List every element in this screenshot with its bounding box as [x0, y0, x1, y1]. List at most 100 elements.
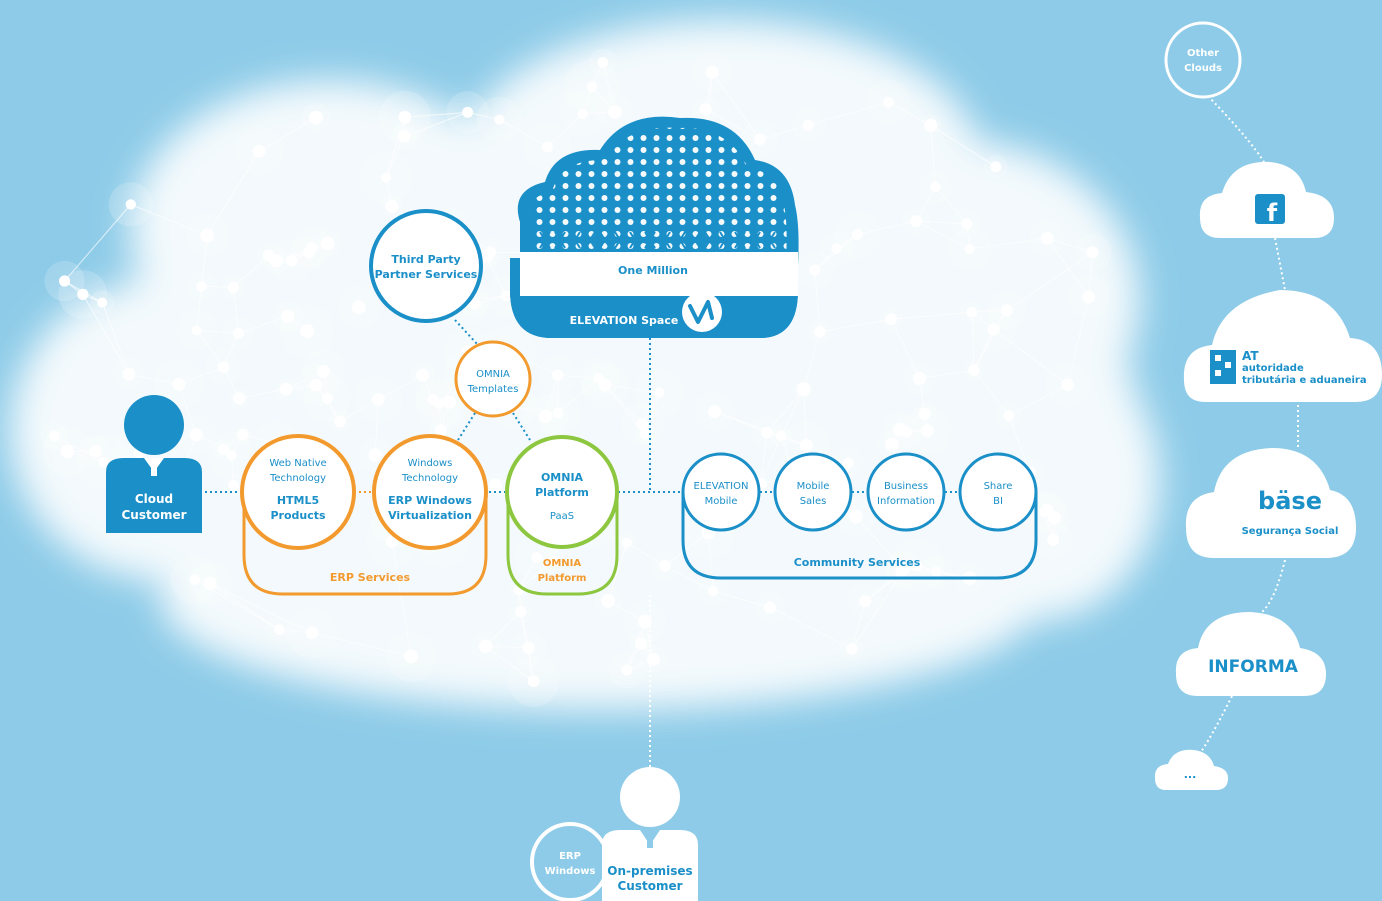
- mesh-node: [191, 325, 202, 336]
- mesh-node: [760, 426, 773, 439]
- mesh-node: [987, 323, 1000, 336]
- mesh-node: [527, 675, 540, 688]
- mesh-node: [371, 392, 385, 406]
- mesh-node: [796, 382, 811, 397]
- mesh-node: [196, 281, 207, 292]
- mesh-link: [973, 369, 1010, 417]
- cloud-customer-node[interactable]: Cloud Customer: [106, 395, 202, 533]
- autoridade-tributaria-cloud[interactable]: AT autoridade tributária e aduaneira: [1183, 290, 1382, 402]
- windows-line3: ERP Windows: [388, 494, 472, 507]
- mesh-node: [636, 418, 648, 430]
- mesh-link: [101, 302, 130, 375]
- mesh-link: [891, 311, 972, 320]
- third-party-partner-services-node[interactable]: Third Party Partner Services: [369, 209, 483, 323]
- mesh-link: [545, 374, 559, 417]
- share-bi-node[interactable]: Share BI: [958, 452, 1038, 532]
- web-native-line4: Products: [270, 509, 326, 522]
- mesh-link: [54, 435, 105, 463]
- other-clouds-node[interactable]: Other Clouds: [1164, 21, 1242, 99]
- mesh-node: [1086, 246, 1099, 259]
- on-premises-person-icon: [602, 767, 698, 901]
- mesh-node: [252, 144, 266, 158]
- mesh-node: [228, 480, 239, 491]
- more-clouds-cloud[interactable]: ...: [1154, 749, 1228, 790]
- elevation-mobile-node[interactable]: ELEVATION Mobile: [681, 452, 761, 532]
- mesh-node: [586, 81, 598, 93]
- mesh-node: [334, 415, 346, 428]
- mesh-link: [209, 583, 280, 631]
- omnia-platform-group: OMNIA Platform: [506, 492, 619, 596]
- mesh-link: [206, 150, 260, 236]
- mesh-node: [217, 443, 229, 456]
- mesh-node: [654, 387, 665, 398]
- at-line2: autoridade: [1242, 363, 1304, 374]
- mesh-node: [930, 181, 941, 193]
- mesh-node: [385, 199, 399, 213]
- mesh-link: [130, 203, 208, 237]
- mesh-link: [607, 600, 646, 622]
- mesh-link: [713, 590, 771, 608]
- mesh-link: [1047, 237, 1093, 253]
- mesh-node: [189, 428, 203, 442]
- on-premises-customer-node[interactable]: ERP Windows On-premises Customer: [530, 767, 698, 901]
- mesh-link: [890, 319, 921, 379]
- mesh-node: [597, 57, 609, 68]
- mesh-link: [557, 377, 599, 414]
- mesh-node: [639, 428, 651, 440]
- mesh-node: [551, 369, 564, 381]
- mesh-node: [478, 639, 493, 654]
- mesh-link: [766, 432, 807, 447]
- mesh-link: [518, 557, 538, 591]
- mesh-link: [814, 270, 821, 332]
- web-native-line3: HTML5: [277, 494, 319, 507]
- mesh-link: [385, 136, 405, 178]
- elevation-space-cloud[interactable]: One Million ELEVATION Space: [510, 116, 799, 338]
- mesh-link: [919, 369, 974, 379]
- mesh-node: [434, 398, 445, 410]
- connector-templates-windows: [457, 412, 476, 441]
- mesh-node: [232, 327, 244, 339]
- mesh-link: [374, 399, 379, 456]
- mobile-sales-node[interactable]: Mobile Sales: [773, 452, 853, 532]
- business-information-node[interactable]: Business Information: [866, 452, 946, 532]
- mesh-node: [883, 96, 894, 108]
- mesh-link: [851, 572, 903, 650]
- mesh-node: [300, 324, 315, 339]
- web-native-html5-node[interactable]: Web Native Technology HTML5 Products: [240, 434, 356, 550]
- mesh-node: [754, 133, 766, 146]
- mesh-node: [884, 437, 899, 452]
- mesh-link: [759, 124, 809, 140]
- mesh-node: [659, 560, 671, 572]
- facebook-cloud[interactable]: f: [1199, 161, 1334, 238]
- mesh-link: [766, 388, 804, 433]
- mesh-node: [522, 641, 535, 654]
- mesh-link: [917, 565, 970, 579]
- mesh-link: [209, 583, 313, 634]
- mesh-node: [380, 172, 392, 183]
- mesh-node: [200, 228, 215, 243]
- omnia-templates-node[interactable]: OMNIA Templates: [454, 340, 532, 418]
- mesh-node: [321, 392, 333, 404]
- mesh-link: [233, 255, 270, 288]
- omnia-platform-paas-node[interactable]: OMNIA Platform PaaS: [505, 435, 619, 549]
- mesh-node: [705, 65, 719, 79]
- connector-thirdparty-templates: [454, 319, 479, 346]
- mesh-node: [547, 554, 559, 567]
- informa-cloud[interactable]: INFORMA: [1175, 612, 1326, 696]
- mesh-link: [916, 220, 967, 225]
- seguranca-social-cloud[interactable]: bäse Segurança Social: [1185, 448, 1356, 558]
- mesh-node: [885, 313, 898, 326]
- mesh-node: [961, 218, 973, 230]
- mesh-node: [434, 424, 447, 437]
- mesh-link: [385, 117, 406, 178]
- mesh-link: [391, 541, 412, 657]
- mesh-link: [711, 72, 761, 140]
- mesh-node: [203, 576, 217, 591]
- windows-erp-virtualization-node[interactable]: Windows Technology ERP Windows Virtualiz…: [372, 434, 488, 550]
- mesh-node: [921, 424, 934, 437]
- mesh-link: [311, 632, 412, 658]
- elevation-space-label: ELEVATION Space: [570, 314, 679, 327]
- omnia-platform-line1: OMNIA: [541, 471, 584, 484]
- omnia-platform-line3: PaaS: [550, 511, 574, 522]
- share-bi-line1: Share: [984, 481, 1013, 492]
